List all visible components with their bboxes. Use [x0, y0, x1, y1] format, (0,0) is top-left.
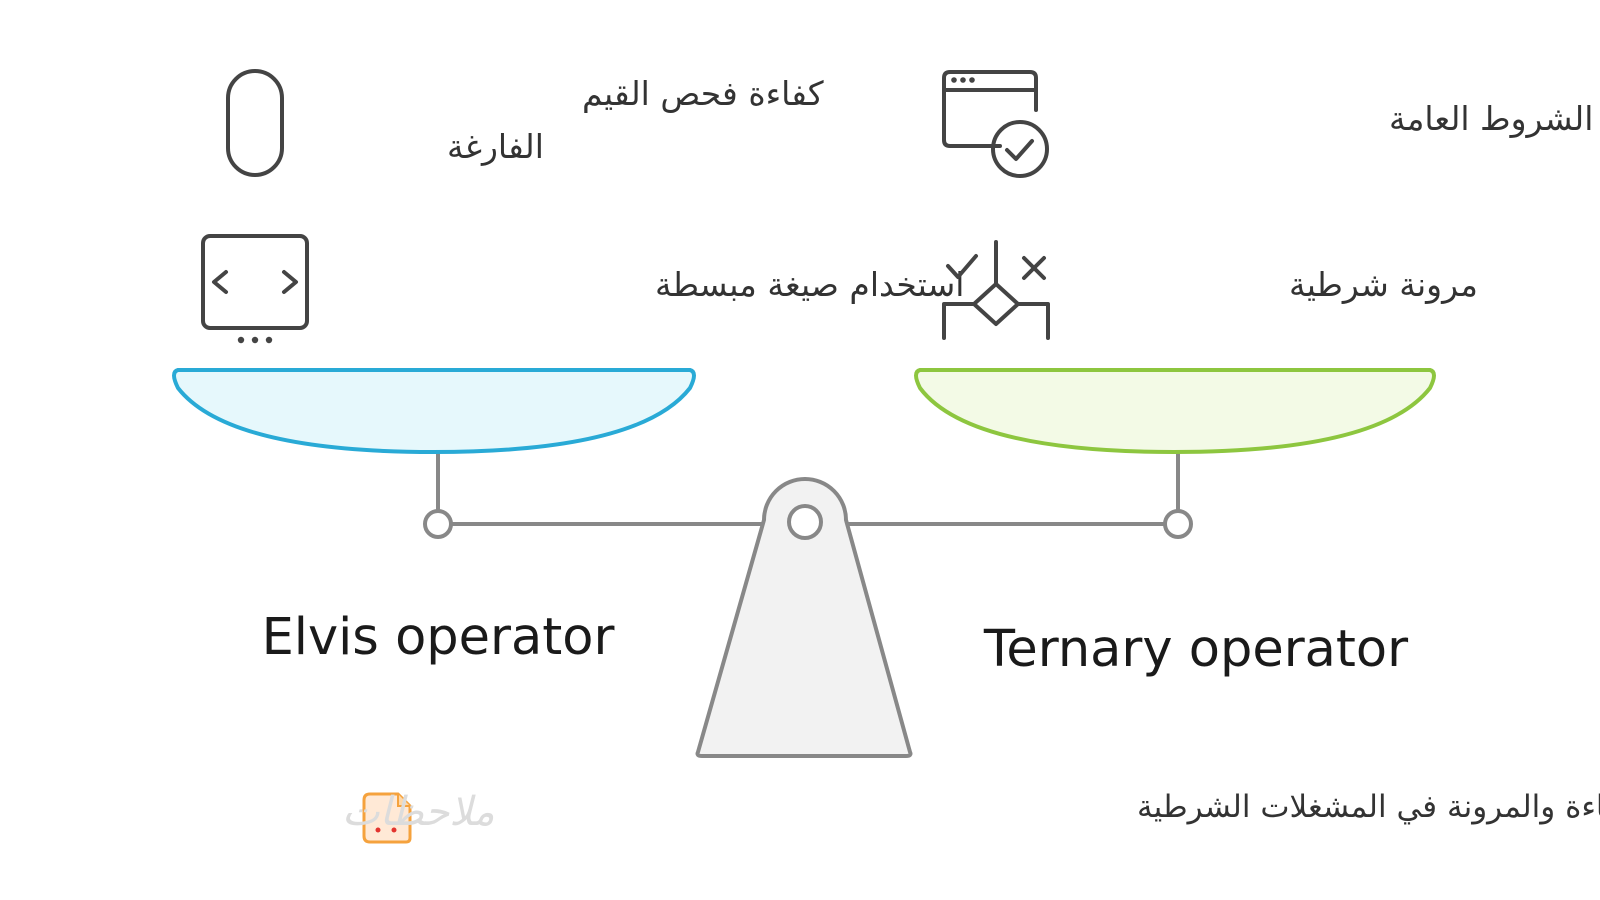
right-feature-1: اختبار الشروط العامة [942, 70, 1600, 178]
watermark: ملاحظات [342, 789, 495, 844]
left-feature-2-text: استخدام صيغة مبسطة [655, 265, 964, 304]
right-pan [914, 368, 1436, 454]
left-feature-2: استخدام صيغة مبسطة [201, 234, 964, 344]
right-feature-2-text: مرونة شرطية [1289, 265, 1478, 304]
pill-icon [226, 69, 284, 177]
right-label-ternary-operator: Ternary operator [983, 620, 1408, 679]
left-feature-1-line2: الفارغة [447, 127, 544, 166]
left-pan [172, 368, 696, 454]
pivot-hinge [787, 504, 823, 540]
right-feature-1-text: اختبار الشروط العامة [1389, 99, 1600, 138]
left-feature-1-line1: كفاءة فحص القيم [582, 74, 824, 114]
fulcrum-stand [695, 477, 913, 758]
left-label-elvis-operator: Elvis operator [262, 608, 615, 667]
decision-flow-icon [942, 240, 1050, 340]
notes-logo-icon [362, 792, 412, 844]
left-feature-1: كفاءة فحص القيم الفارغة [226, 69, 824, 177]
browser-check-icon [942, 70, 1049, 178]
diagram-caption: مقارنة الكفاءة والمرونة في المشغلات الشر… [1137, 789, 1600, 825]
right-hinge [1163, 509, 1193, 539]
left-hinge [423, 509, 453, 539]
right-feature-2: مرونة شرطية [942, 240, 1478, 340]
watermark-text: ملاحظات [342, 789, 495, 835]
code-window-icon [201, 234, 309, 344]
